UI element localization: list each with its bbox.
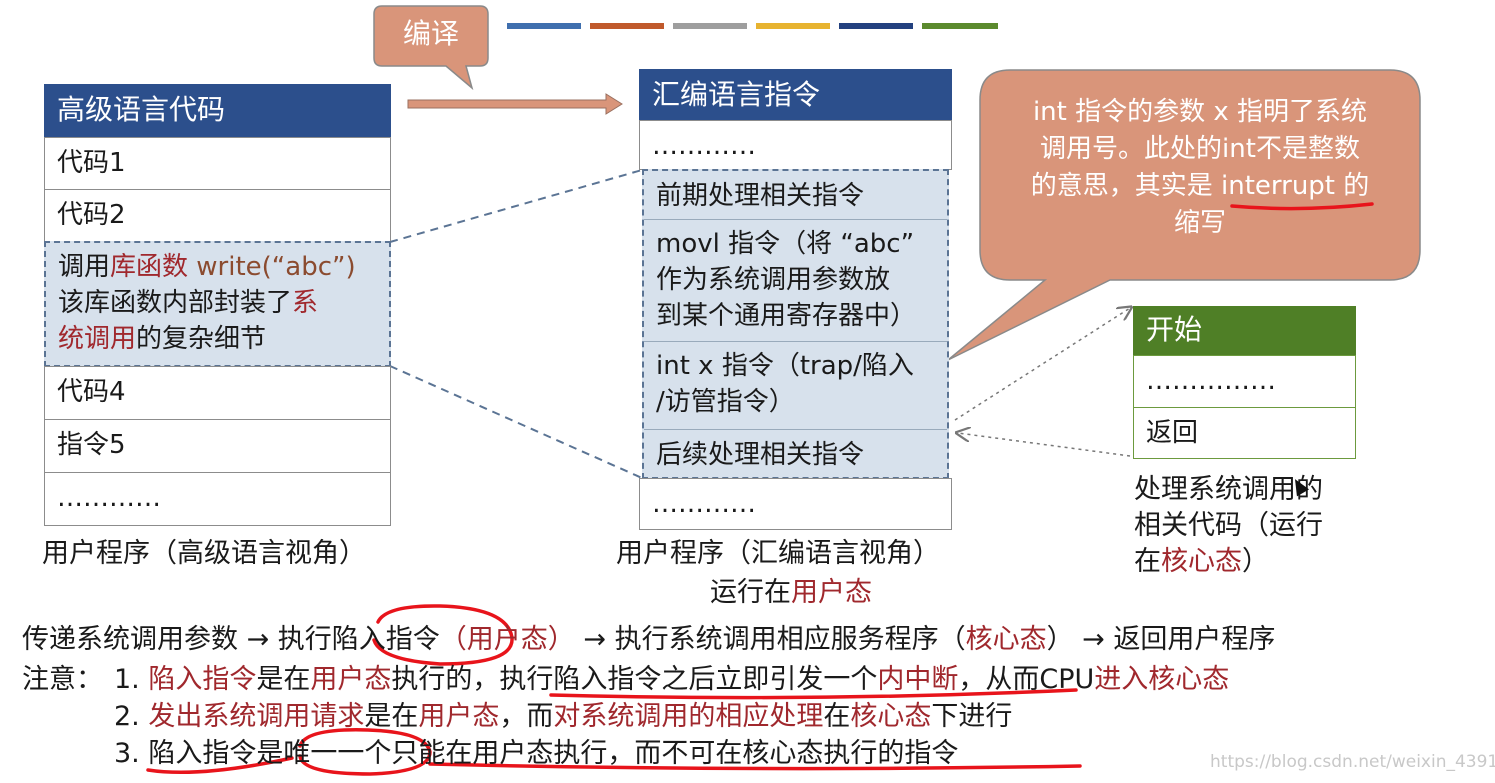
callout-line-2: 调用号。此处的int不是整数 — [1040, 134, 1360, 164]
runmode-user-mode: 用户态 — [791, 577, 872, 608]
compile-label: 编译 — [402, 17, 459, 50]
text-library-function: 库函数 — [110, 252, 189, 282]
note-1-enter-kernel: 进入核心态 — [1094, 664, 1230, 695]
note-2: 2. 发出系统调用请求是在用户态，而对系统调用的相应处理在核心态下进行 — [114, 699, 1012, 735]
right-row-return: 返回 — [1133, 407, 1356, 459]
note-1-c: 是在 — [256, 664, 311, 695]
legend-bar-blue — [507, 23, 581, 29]
left-row-code2: 代码2 — [44, 189, 391, 242]
note-1-g: ，从而CPU — [958, 664, 1095, 695]
right-caption-1: 处理系统调用的 — [1134, 474, 1323, 505]
note-1-num: 1. — [114, 664, 149, 695]
note-2-g: 在 — [823, 701, 851, 732]
note-2-num: 2. — [114, 701, 149, 732]
flow-user-mode: （用户态） — [439, 624, 575, 655]
note-1-e: 执行的，执行陷入指令之后立即引发一个 — [391, 664, 878, 695]
callout-line-4: 缩写 — [1173, 208, 1226, 238]
right-row-ellipsis: …………… — [1133, 355, 1356, 408]
projection-line-bottom — [389, 365, 643, 479]
callout-line-3: 的意思，其实是 interrupt 的 — [1030, 171, 1370, 201]
left-table-caption: 用户程序（高级语言视角） — [42, 538, 366, 569]
flow-p6: ） → 返回用户程序 — [1046, 624, 1276, 655]
flow-summary: 传递系统调用参数 → 执行陷入指令（用户态） → 执行系统调用相应服务程序（核心… — [22, 622, 1275, 658]
left-row-code1: 代码1 — [44, 137, 391, 190]
note-1-internal-interrupt: 内中断 — [877, 664, 959, 695]
legend-bar-navy — [839, 23, 913, 29]
left-table-header: 高级语言代码 — [44, 84, 391, 138]
legend-bar-orange — [590, 23, 664, 29]
legend-bar-gray — [673, 23, 747, 29]
note-2-request: 发出系统调用请求 — [148, 701, 365, 732]
flow-kernel-mode: 核心态 — [965, 624, 1047, 655]
mid-row-ellipsis-top: ………… — [639, 120, 952, 170]
left-row-library-call: 调用库函数 write(“abc”) 该库函数内部封装了系 统调用的复杂细节 — [44, 241, 391, 367]
note-2-e: ，而 — [499, 701, 554, 732]
flow-p1: 传递系统调用参数 → 执行 — [22, 624, 332, 655]
mid-table-runmode: 运行在用户态 — [710, 575, 872, 611]
right-caption-3: 在核心态） — [1134, 544, 1323, 580]
int-line-2: /访管指令） — [656, 387, 795, 417]
note-2-handling: 对系统调用的相应处理 — [553, 701, 824, 732]
mid-highlight-group — [642, 169, 949, 479]
right-table-caption: 处理系统调用的 相关代码（运行 在核心态） — [1134, 472, 1323, 580]
right-table-header: 开始 — [1133, 306, 1356, 356]
mid-row-post-processing: 后续处理相关指令 — [656, 440, 865, 470]
note-3: 3. 陷入指令是唯一一个只能在用户态执行，而不可在核心态执行的指令 — [114, 738, 959, 769]
note-2-c: 是在 — [364, 701, 419, 732]
text-details: 的复杂细节 — [136, 324, 267, 354]
mid-row-ellipsis-bottom: ………… — [639, 478, 952, 530]
right-caption-3a: 在 — [1134, 546, 1161, 577]
flow-trap: 陷入指令 — [331, 624, 440, 655]
callout-text: int 指令的参数 x 指明了系统 调用号。此处的int不是整数 的意思，其实是… — [990, 94, 1410, 242]
mid-table-caption: 用户程序（汇编语言视角） — [616, 538, 940, 569]
watermark: https://blog.csdn.net/weixin_43914604 — [1210, 752, 1495, 772]
mid-row-movl: movl 指令（将 “abc” 作为系统调用参数放 到某个通用寄存器中） — [644, 220, 947, 342]
note-1-trap: 陷入指令 — [148, 664, 257, 695]
mid-table-header: 汇编语言指令 — [639, 69, 952, 121]
dotted-arrow-return — [958, 433, 1131, 457]
right-caption-3c: ） — [1242, 546, 1269, 577]
left-row-code4: 代码4 — [44, 366, 391, 420]
text-sys-1: 系 — [292, 288, 319, 318]
notes-label: 注意： — [22, 664, 103, 695]
compile-arrow — [407, 93, 623, 115]
flow-p4: → 执行系统调用相应服务程序（ — [574, 624, 966, 655]
left-row-instr5: 指令5 — [44, 419, 391, 473]
text-call: 调用 — [58, 252, 111, 282]
legend-bar-gold — [756, 23, 830, 29]
text-write-call: write(“abc”) — [188, 252, 356, 282]
note-2-user-mode: 用户态 — [418, 701, 500, 732]
right-caption-kernel-mode: 核心态 — [1161, 546, 1242, 577]
mid-row-pre-processing: 前期处理相关指令 — [644, 171, 947, 220]
projection-line-top — [389, 169, 643, 243]
text-sys-2: 统调用 — [58, 324, 137, 354]
left-row-ellipsis: ………… — [44, 472, 391, 526]
runmode-text: 运行在 — [710, 577, 791, 608]
note-2-kernel-mode: 核心态 — [850, 701, 932, 732]
movl-line-2: 作为系统调用参数放 — [656, 265, 891, 295]
dotted-arrow-to-start — [954, 308, 1130, 421]
callout-bubble — [947, 69, 1421, 361]
note-1-user-mode: 用户态 — [310, 664, 392, 695]
movl-line-1: movl 指令（将 “abc” — [656, 229, 915, 259]
int-line-1: int x 指令（trap/陷入 — [656, 351, 914, 381]
mid-row-int-x: int x 指令（trap/陷入 /访管指令） — [644, 342, 947, 430]
note-1: 1. 陷入指令是在用户态执行的，执行陷入指令之后立即引发一个内中断，从而CPU进… — [114, 662, 1229, 698]
movl-line-3: 到某个通用寄存器中） — [656, 301, 917, 331]
compile-bubble — [373, 5, 489, 91]
text-wraps: 该库函数内部封装了 — [58, 288, 293, 318]
note-2-i: 下进行 — [931, 701, 1013, 732]
legend-bar-green — [922, 23, 998, 29]
right-caption-2: 相关代码（运行 — [1134, 510, 1323, 541]
callout-line-1: int 指令的参数 x 指明了系统 — [1032, 97, 1368, 127]
